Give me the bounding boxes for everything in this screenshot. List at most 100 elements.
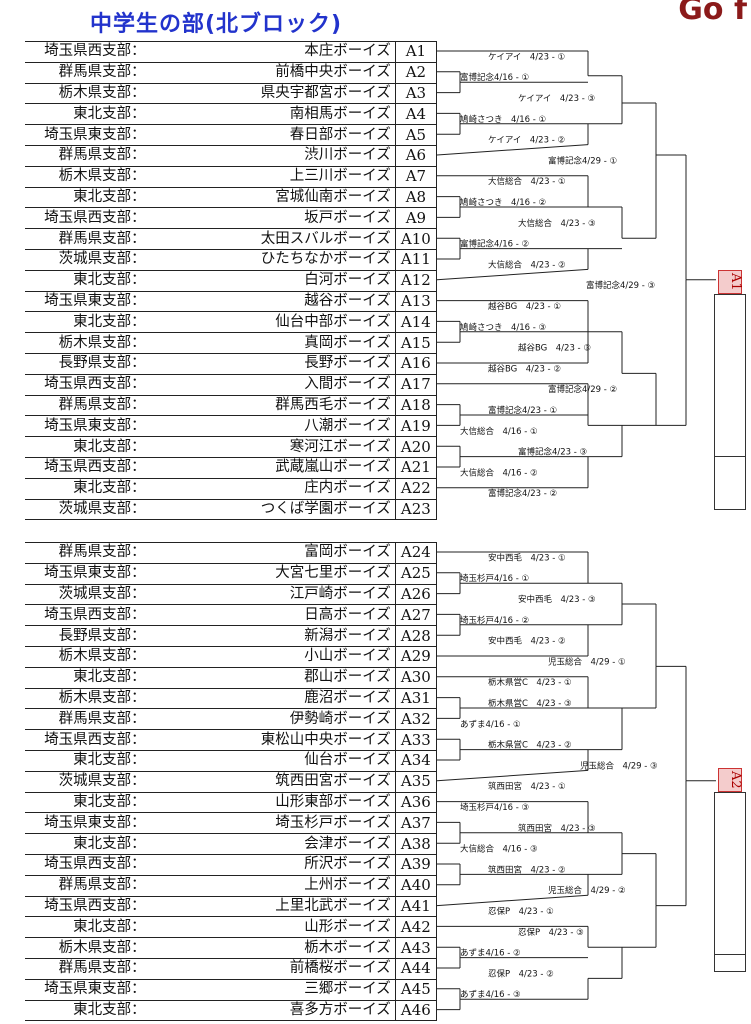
branch-name: 埼玉県西支部： [25,41,152,63]
branch-name: 茨城県支部： [25,770,152,793]
match-label: 富博記念4/16 - ② [460,239,529,250]
seed-code: A4 [394,103,438,126]
match-label: 児玉総合 4/29 - ③ [580,760,658,771]
slot-box-1 [714,294,746,458]
team-name: 山形ボーイズ [151,916,396,939]
team-name: 真岡ボーイズ [151,332,396,354]
match-label: 鳩崎さつき 4/16 - ③ [460,322,546,333]
match-label: 富博記念4/23 - ② [488,488,557,499]
bracket-line [436,144,589,156]
match-label: 富博記念4/23 - ① [488,405,557,416]
team-name: 太田スバルボーイズ [151,228,396,250]
team-name: 南相馬ボーイズ [151,103,396,126]
team-name: 上里北武ボーイズ [151,895,396,918]
branch-name: 茨城県支部： [25,583,152,606]
team-name: 栃木ボーイズ [151,937,396,959]
branch-name: 群馬県支部： [25,144,152,167]
team-name: 仙台ボーイズ [151,749,396,772]
slot-box-2 [714,792,746,956]
match-label: 安中西毛 4/23 - ② [488,636,566,647]
seed-code: A19 [394,415,438,438]
match-label: 安中西毛 4/23 - ① [488,552,566,563]
branch-name: 茨城県支部： [25,248,152,271]
team-name: 越谷ボーイズ [151,290,396,313]
match-label: 安中西毛 4/23 - ③ [518,594,596,605]
match-label: 越谷BG 4/23 - ② [488,363,561,374]
branch-name: 東北支部： [25,436,152,458]
match-label: 越谷BG 4/23 - ① [488,301,561,312]
seed-code: A31 [394,687,438,710]
match-label: 筑西田宮 4/23 - ③ [518,823,596,834]
seed-code: A18 [394,394,438,417]
seed-code: A41 [394,895,438,918]
seed-code: A10 [394,228,438,250]
match-label: 忍保P 4/23 - ③ [518,927,584,938]
corner-text: Go f [678,0,747,27]
branch-name: 埼玉県西支部： [25,604,152,627]
slot-box-2b [714,954,746,972]
match-label: 富博記念4/23 - ③ [518,447,587,458]
team-name: 宮城仙南ボーイズ [151,186,396,209]
seed-code: A42 [394,916,438,939]
team-name: 庄内ボーイズ [151,477,396,500]
match-label: 児玉総合 4/29 - ① [548,656,626,667]
seed-code: A33 [394,729,438,751]
seed-code: A21 [394,456,438,479]
match-label: ケイアイ 4/23 - ① [488,52,565,62]
team-name: 渋川ボーイズ [151,144,396,167]
branch-name: 栃木県支部： [25,645,152,668]
seed-code: A45 [394,978,438,1001]
bracket-line [436,268,589,281]
seed-code: A13 [394,290,438,313]
branch-name: 長野県支部： [25,352,152,375]
match-label: 富博記念4/29 - ② [548,384,617,395]
match-label: 大信総合 4/23 - ① [488,176,566,187]
seed-code: A46 [394,999,438,1022]
match-label: あずま4/16 - ① [460,719,521,730]
match-label: 筑西田宮 4/23 - ② [488,864,566,875]
branch-name: 埼玉県西支部： [25,456,152,479]
match-label: 鳩崎さつき 4/16 - ② [460,197,546,208]
branch-name: 埼玉県東支部： [25,812,152,835]
bracket-line [436,894,589,907]
branch-name: 東北支部： [25,103,152,126]
seed-code: A36 [394,791,438,814]
match-label: ケイアイ 4/23 - ③ [518,94,595,104]
team-name: 入間ボーイズ [151,373,396,396]
bracket-line [436,769,589,782]
match-label: 大信総合 4/23 - ③ [518,218,596,229]
seed-code: A26 [394,583,438,606]
seed-code: A24 [394,542,438,564]
match-label: 大信総合 4/23 - ② [488,259,566,270]
match-label: 大信総合 4/16 - ③ [460,844,538,855]
team-name: 寒河江ボーイズ [151,436,396,458]
branch-name: 埼玉県西支部： [25,207,152,230]
seed-code: A28 [394,625,438,647]
branch-name: 埼玉県東支部： [25,290,152,313]
seed-code: A23 [394,498,438,521]
team-name: 坂戸ボーイズ [151,207,396,230]
branch-name: 東北支部： [25,833,152,855]
branch-name: 群馬県支部： [25,708,152,731]
team-name: 春日部ボーイズ [151,124,396,146]
team-name: 県央宇都宮ボーイズ [151,82,396,105]
seed-code: A1 [394,41,438,63]
